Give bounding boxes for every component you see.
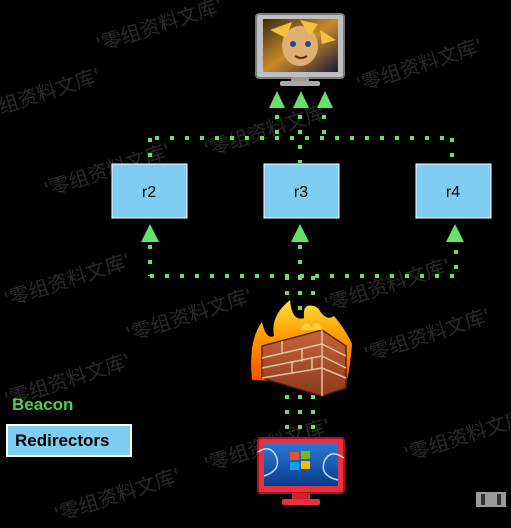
arrow-up-icon — [293, 91, 309, 108]
arrow-up-icon — [317, 91, 333, 108]
windows-pc-icon — [257, 437, 345, 505]
legend-beacon-label: Beacon — [12, 395, 74, 414]
diagram-canvas: r2 r3 r4 — [111, 13, 492, 505]
arrow-up-icon — [141, 224, 159, 242]
router-label: r4 — [446, 184, 460, 201]
router-r4: r4 — [415, 163, 492, 219]
arrow-up-icon — [446, 224, 464, 242]
corner-widget-icon — [476, 492, 506, 507]
beacon-arrows — [141, 91, 464, 242]
router-label: r3 — [294, 184, 308, 201]
arrow-up-icon — [269, 91, 285, 108]
arrow-up-icon — [291, 224, 309, 242]
firewall-flames-icon — [251, 300, 352, 397]
router-r3: r3 — [263, 163, 340, 219]
legend-redirectors-label: Redirectors — [6, 424, 132, 457]
router-label: r2 — [142, 184, 156, 201]
monitor-with-anime-face-icon — [255, 13, 345, 86]
router-r2: r2 — [111, 163, 188, 219]
